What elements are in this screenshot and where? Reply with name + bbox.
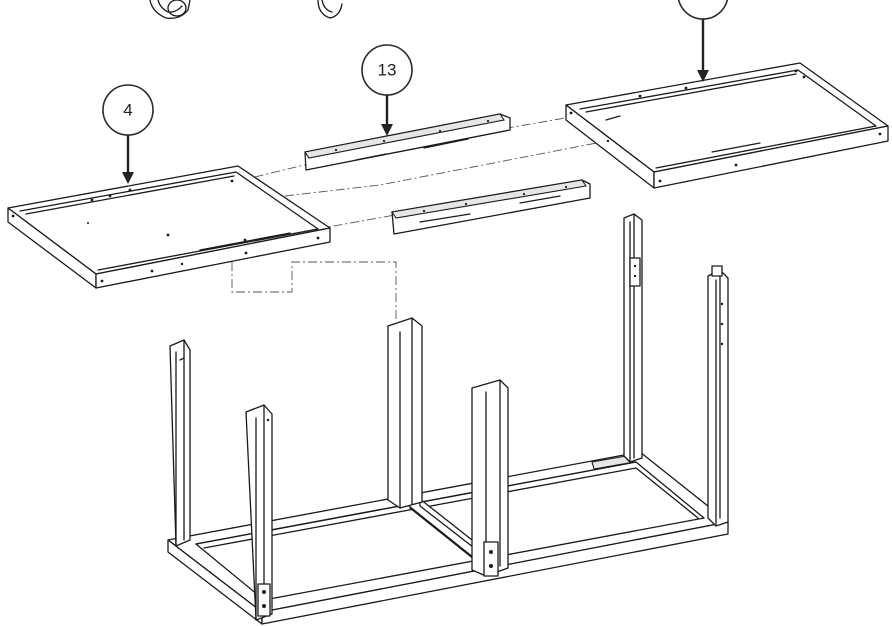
callout-part-4: 4 — [102, 84, 154, 184]
rail-part-13-lower — [391, 179, 591, 235]
callout-label: 13 — [378, 61, 397, 80]
callout-part-5: 5 — [677, 0, 729, 82]
callout-label: 4 — [123, 101, 132, 120]
upright-back-right — [623, 213, 643, 463]
upright-front-left — [245, 404, 273, 621]
upright-front-middle — [471, 379, 509, 577]
upright-front-right — [707, 265, 729, 527]
tray-part-5 — [565, 62, 889, 189]
upright-back-middle — [387, 317, 423, 509]
callout-part-13: 13 — [361, 44, 413, 136]
callout-label: 5 — [698, 0, 707, 4]
rail-part-13-upper — [304, 113, 511, 171]
tray-part-4 — [7, 165, 331, 289]
upright-back-left — [169, 339, 191, 547]
hardware-parts — [149, 0, 343, 19]
